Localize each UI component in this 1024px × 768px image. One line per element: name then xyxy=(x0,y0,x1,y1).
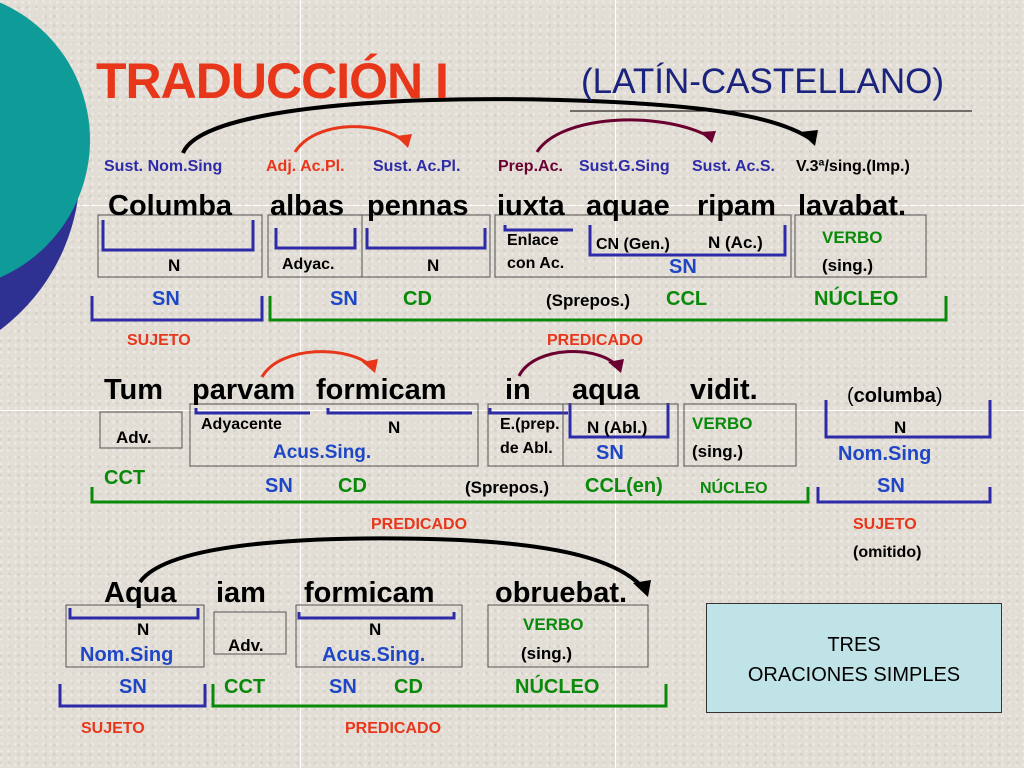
s3-predicado: PREDICADO xyxy=(345,720,442,737)
arc-s1-prep xyxy=(535,118,711,153)
s1-word-albas: albas xyxy=(270,190,345,222)
s3-sujeto: SUJETO xyxy=(81,720,145,737)
s3-nucleo: NÚCLEO xyxy=(515,676,600,698)
tag-verb: V.3ª/sing.(Imp.) xyxy=(796,158,910,175)
s1-sujeto: SUJETO xyxy=(127,332,191,349)
s3-word-iam: iam xyxy=(216,577,266,609)
s1-word-iuxta: iuxta xyxy=(497,190,565,222)
s2-de-abl: de Abl. xyxy=(500,440,553,457)
s3-sn-object: SN xyxy=(329,676,357,698)
s1-sprepos: (Sprepos.) xyxy=(546,291,631,310)
s2-adv: Adv. xyxy=(116,428,152,447)
s2-omitido: (omitido) xyxy=(853,544,922,561)
s2-word-tum: Tum xyxy=(104,374,164,406)
tag-sust-ac: Sust. Ac.Pl. xyxy=(373,158,461,175)
s3-adv: Adv. xyxy=(228,636,264,655)
s3-n2: N xyxy=(369,620,382,639)
s2-n: N xyxy=(388,418,401,437)
s3-thin-boxes xyxy=(65,604,649,668)
s1-cd: CD xyxy=(403,288,432,310)
s1-word-pennas: pennas xyxy=(367,190,469,222)
teal-circle xyxy=(0,2,90,278)
s2-sn-inner: SN xyxy=(596,442,624,464)
s2-adyacente: Adyacente xyxy=(201,416,282,433)
s1-n-ac: N (Ac.) xyxy=(708,233,763,252)
s2-word-in: in xyxy=(505,374,531,406)
s2-word-formicam: formicam xyxy=(316,374,447,406)
s1-cn-gen: CN (Gen.) xyxy=(596,236,670,253)
s3-nom: Nom.Sing xyxy=(80,644,174,666)
s3-sn-subject: SN xyxy=(119,676,147,698)
s1-ccl: CCL xyxy=(666,288,708,310)
s2-verbo: VERBO xyxy=(692,414,753,433)
s3-cd: CD xyxy=(394,676,423,698)
s1-word-lavabat: lavabat. xyxy=(798,190,906,222)
s2-sujeto: SUJETO xyxy=(853,516,917,533)
s1-word-ripam: ripam xyxy=(697,190,776,222)
s2-sn-suj: SN xyxy=(877,475,905,497)
s1-sn-inner: SN xyxy=(669,256,697,278)
arc-s1-adj xyxy=(293,125,406,153)
s2-n-abl: N (Abl.) xyxy=(587,418,648,437)
s2-ccl: CCL(en) xyxy=(585,475,663,497)
s1-n1: N xyxy=(168,256,181,275)
s1-con-ac: con Ac. xyxy=(507,255,565,272)
s2-n-columba: N xyxy=(894,418,907,437)
tag-sust-nom: Sust. Nom.Sing xyxy=(104,158,223,175)
s3-word-aqua: Aqua xyxy=(104,577,177,609)
s2-predicado: PREDICADO xyxy=(371,516,468,533)
s2-cd: CD xyxy=(338,475,367,497)
arc-s2-prep xyxy=(517,350,620,377)
s3-word-obruebat: obruebat. xyxy=(495,577,628,609)
tag-adj: Adj. Ac.Pl. xyxy=(266,158,345,175)
tag-sust-g: Sust.G.Sing xyxy=(579,158,670,175)
s3-sing: (sing.) xyxy=(521,644,572,663)
s1-adyac: Adyac. xyxy=(282,256,335,273)
page-subtitle: (LATÍN-CASTELLANO) xyxy=(581,62,945,101)
s2-word-parvam: parvam xyxy=(192,374,296,406)
s1-thin-boxes xyxy=(97,214,927,278)
s1-sn-object: SN xyxy=(330,288,358,310)
s3-verbo: VERBO xyxy=(523,615,584,634)
s2-word-vidit: vidit. xyxy=(690,374,758,406)
s3-n1: N xyxy=(137,620,150,639)
arc-s3-subject-verb xyxy=(138,536,647,592)
page-title: TRADUCCIÓN I xyxy=(96,53,449,109)
arc-s1-subject-verb xyxy=(181,97,817,154)
s2-brackets xyxy=(90,400,992,504)
summary-box: TRES ORACIONES SIMPLES xyxy=(706,603,1002,713)
s1-brackets xyxy=(90,220,948,322)
s1-word-aquae: aquae xyxy=(586,190,670,222)
s2-sn: SN xyxy=(265,475,293,497)
tag-prep: Prep.Ac. xyxy=(498,158,563,175)
s2-eprep: E.(prep. xyxy=(500,416,560,433)
s3-word-formicam: formicam xyxy=(304,577,435,609)
s2-sprepos: (Sprepos.) xyxy=(465,478,550,497)
s1-n2: N xyxy=(427,256,440,275)
s1-verbo: VERBO xyxy=(822,228,883,247)
s3-brackets xyxy=(58,608,668,708)
s2-cct: CCT xyxy=(104,467,146,489)
s2-thin-boxes xyxy=(99,403,797,467)
s2-word-aqua: aqua xyxy=(572,374,640,406)
s1-nucleo: NÚCLEO xyxy=(814,288,899,310)
s1-sn-subject: SN xyxy=(152,288,180,310)
s1-sing: (sing.) xyxy=(822,256,873,275)
tag-sust-acs: Sust. Ac.S. xyxy=(692,158,775,175)
s2-nom: Nom.Sing xyxy=(838,443,932,465)
s1-enlace: Enlace xyxy=(507,232,559,249)
summary-line1: TRES xyxy=(827,634,881,656)
s1-word-columba: Columba xyxy=(108,190,233,222)
s2-acus: Acus.Sing. xyxy=(273,442,372,463)
s2-columba: (columba) xyxy=(847,385,943,407)
s1-predicado: PREDICADO xyxy=(547,332,644,349)
s3-cct: CCT xyxy=(224,676,266,698)
arc-s2-adj xyxy=(260,350,374,378)
summary-line2: ORACIONES SIMPLES xyxy=(747,664,961,686)
s2-nucleo: NÚCLEO xyxy=(700,480,768,497)
s3-acus: Acus.Sing. xyxy=(322,644,426,666)
s2-sing: (sing.) xyxy=(692,442,743,461)
